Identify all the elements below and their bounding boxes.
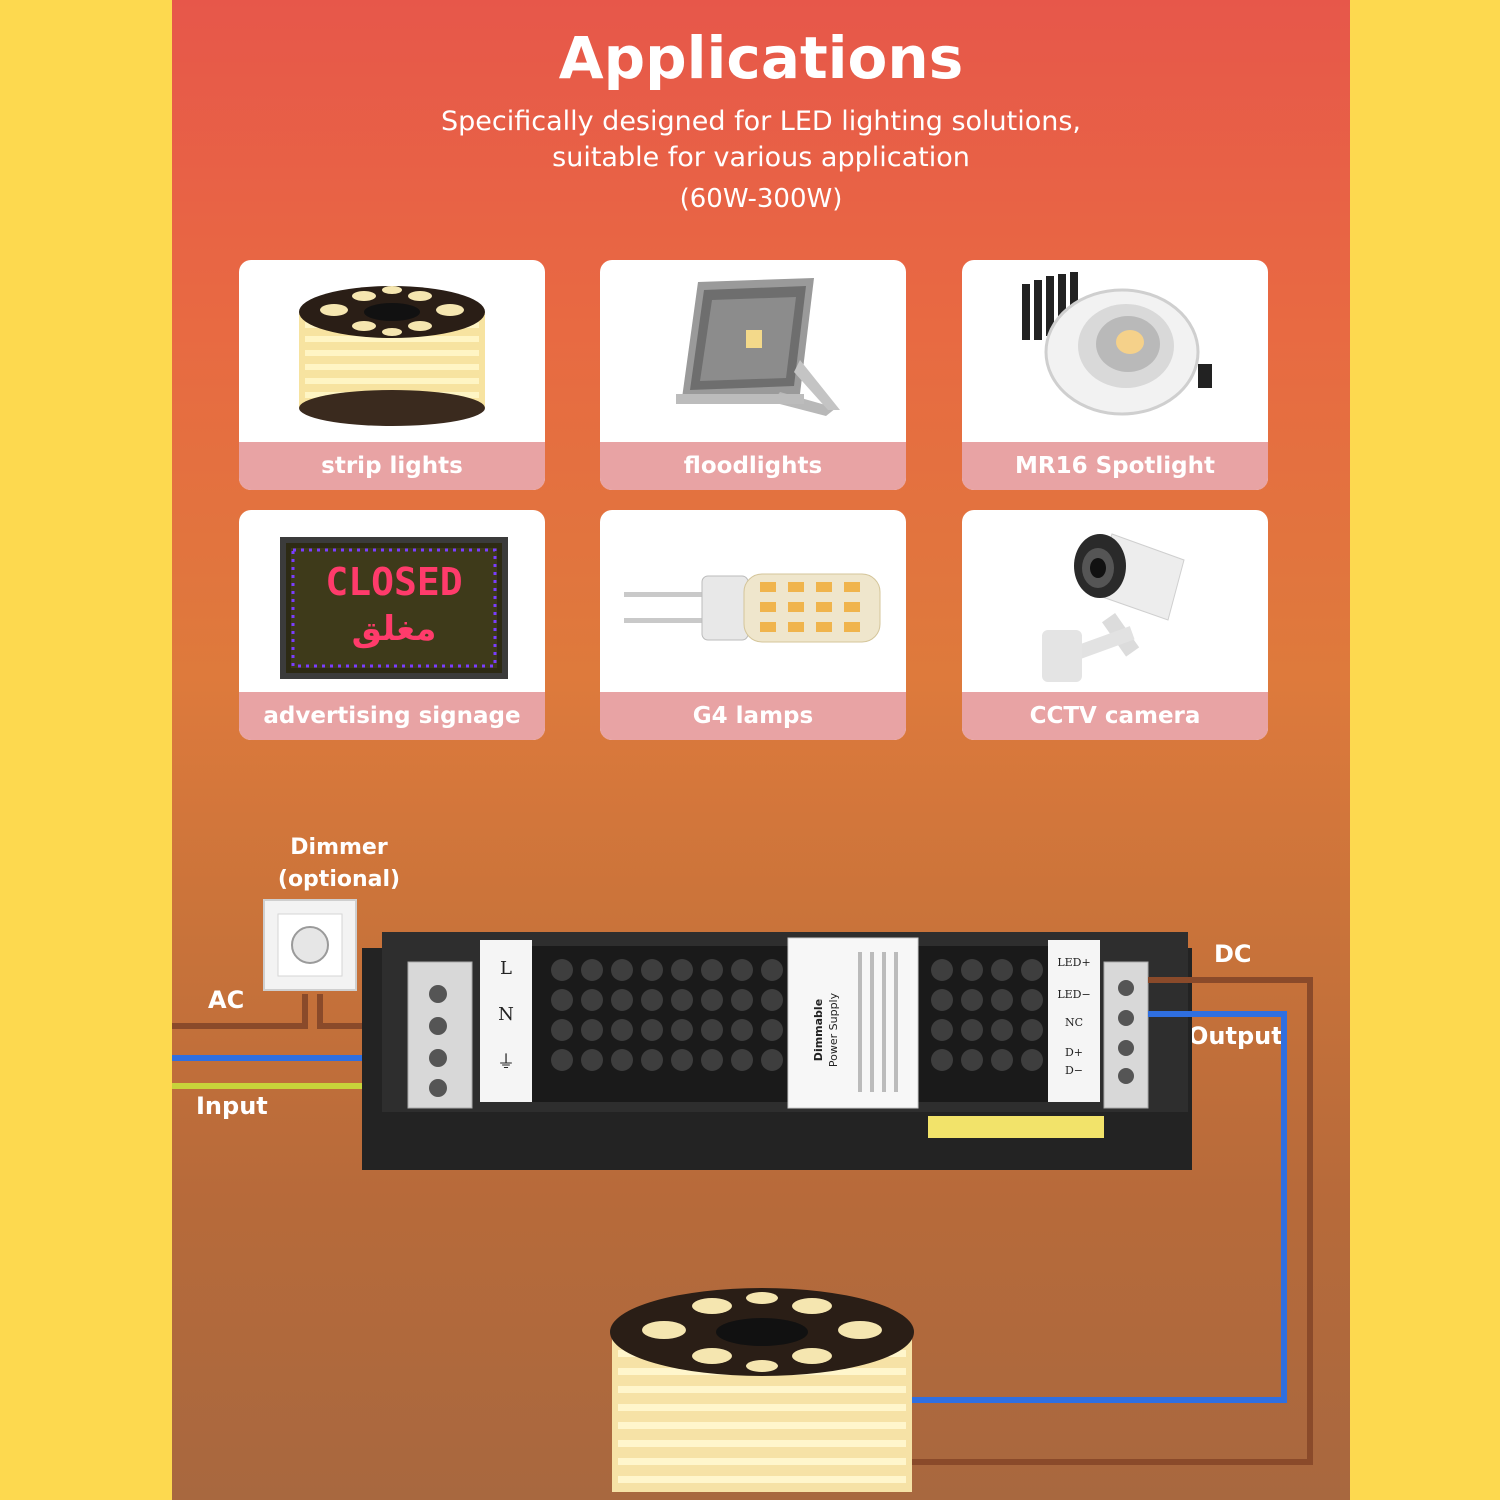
sign-arabic: مغلق <box>352 609 437 649</box>
power-range: (60W-300W) <box>679 184 843 214</box>
card-advertising-signage[interactable]: CLOSED مغلق advertising signage <box>239 510 545 740</box>
wiring-diagram: L N ⏚ Dimmable Power Supply LED+ LED− NC… <box>172 899 1313 1492</box>
dc-label: DC <box>1214 940 1252 968</box>
led-strip-reel-icon <box>299 286 485 426</box>
dimmer-knob-icon <box>291 926 329 964</box>
svg-text:N: N <box>498 1004 514 1025</box>
svg-text:L: L <box>500 958 512 979</box>
svg-text:⏚: ⏚ <box>497 1052 515 1073</box>
card-strip-lights[interactable]: strip lights <box>239 260 545 490</box>
spotlight-icon <box>1022 272 1212 416</box>
svg-text:D−: D− <box>1065 1064 1083 1077</box>
dimmer-label: Dimmer (optional) <box>277 835 401 892</box>
card-label: advertising signage <box>239 692 545 740</box>
applications-panel: Applications Specifically designed for L… <box>172 0 1350 1500</box>
card-label: strip lights <box>239 442 545 490</box>
output-terminal-labels <box>1048 940 1100 1102</box>
svg-text:NC: NC <box>1065 1016 1083 1029</box>
svg-text:Dimmable: Dimmable <box>812 999 825 1061</box>
svg-text:LED−: LED− <box>1057 988 1090 1001</box>
output-label: Output <box>1188 1022 1283 1050</box>
page-subtitle: Specifically designed for LED lighting s… <box>440 106 1082 173</box>
warning-sticker <box>928 1116 1104 1138</box>
product-label <box>787 937 919 1109</box>
sign-text: CLOSED <box>325 560 462 604</box>
svg-text:LED+: LED+ <box>1057 956 1090 969</box>
card-mr16-spotlight[interactable]: MR16 Spotlight <box>962 260 1268 490</box>
ac-label: AC <box>208 986 245 1014</box>
card-floodlights[interactable]: floodlights <box>600 260 906 490</box>
svg-text:D+: D+ <box>1065 1046 1083 1059</box>
page-title: Applications <box>558 24 964 92</box>
card-label: CCTV camera <box>962 692 1268 740</box>
card-label: MR16 Spotlight <box>962 442 1268 490</box>
card-g4-lamps[interactable]: G4 lamps <box>600 510 906 740</box>
input-label: Input <box>196 1092 268 1120</box>
card-label: floodlights <box>600 442 906 490</box>
card-cctv-camera[interactable]: CCTV camera <box>962 510 1268 740</box>
card-label: G4 lamps <box>600 692 906 740</box>
dc-wire-positive <box>912 977 1313 1465</box>
dc-wire-negative <box>912 1011 1287 1403</box>
ac-wire-live <box>172 994 308 1029</box>
led-strip-reel-icon <box>610 1288 914 1492</box>
closed-sign-icon: CLOSED مغلق <box>280 537 508 679</box>
dimmer-plate <box>277 913 343 977</box>
input-terminal-labels <box>480 940 532 1102</box>
cctv-camera-icon <box>1042 533 1185 682</box>
g4-lamp-icon <box>624 573 881 643</box>
floodlight-icon <box>676 278 840 416</box>
svg-text:Power Supply: Power Supply <box>827 992 840 1067</box>
